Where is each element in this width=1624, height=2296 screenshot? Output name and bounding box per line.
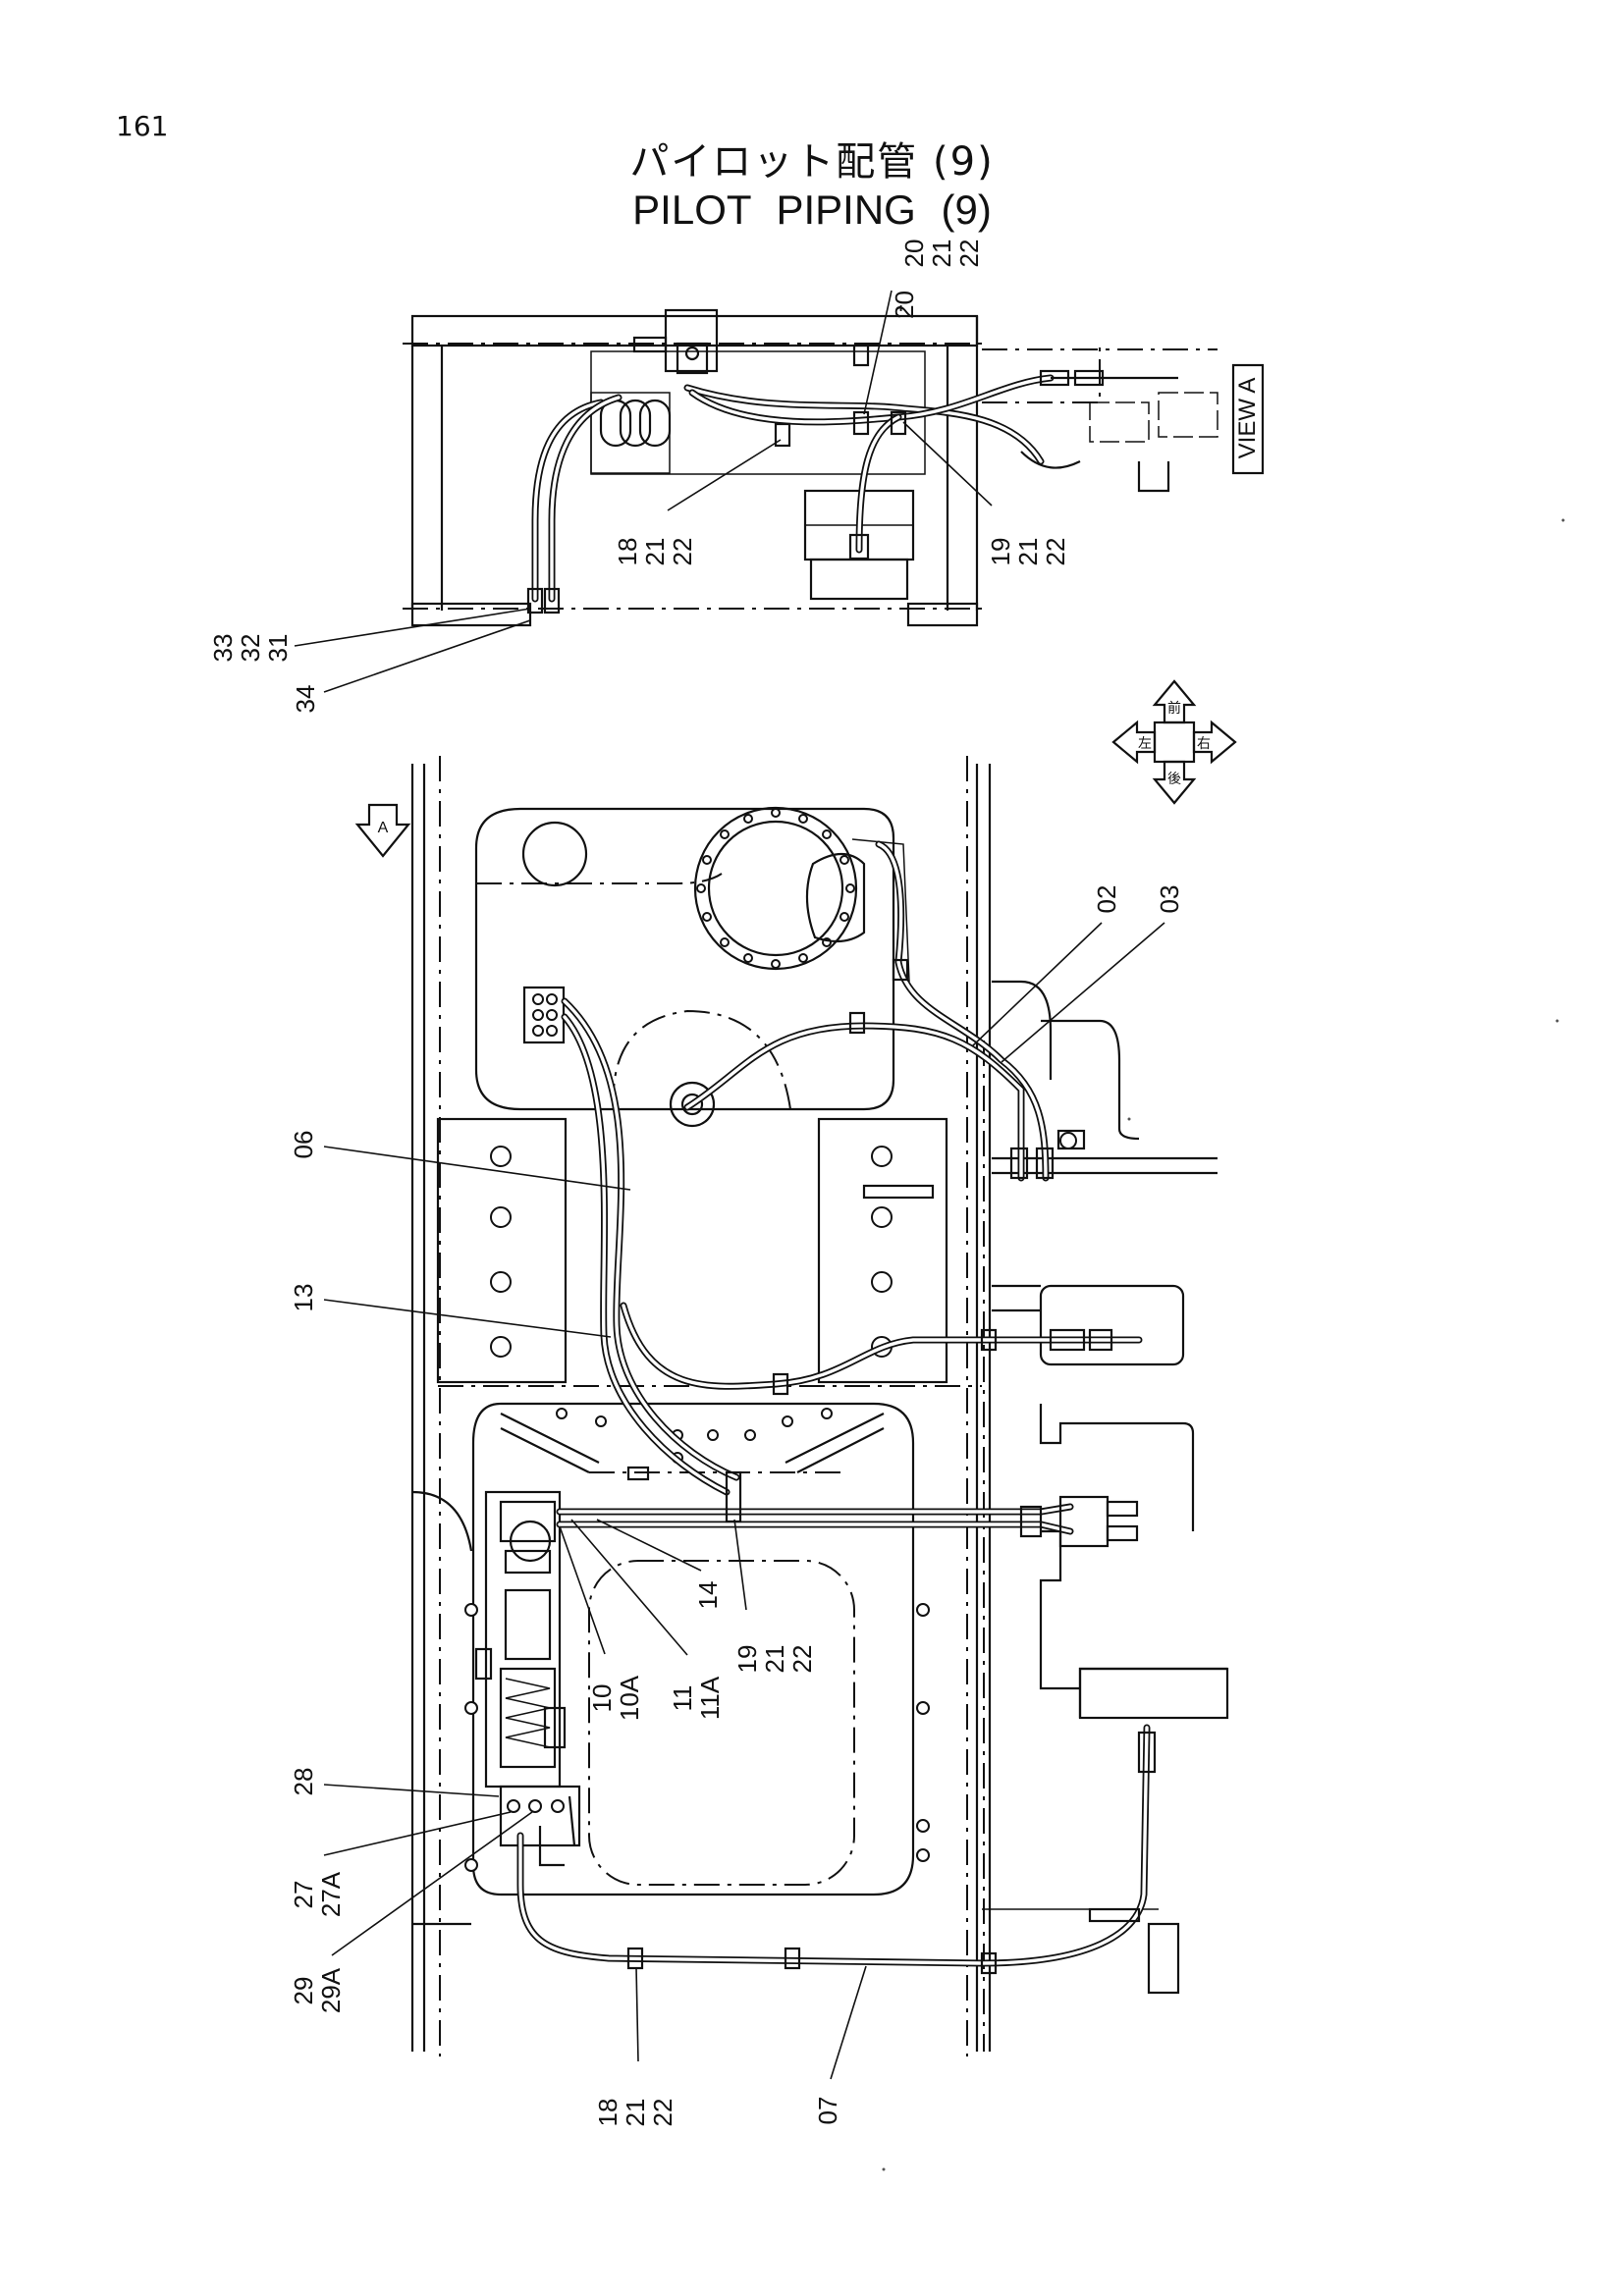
swing-bearing [693, 806, 910, 983]
manifold-block [522, 986, 566, 1044]
callout-text: 10 [587, 1684, 617, 1713]
compass-right: 右 [1197, 735, 1211, 751]
callout-text: 07 [813, 2097, 842, 2125]
hose-coil [599, 399, 672, 448]
callout-14: 14 [596, 1519, 723, 1610]
callout-text: 33 [208, 634, 238, 663]
callout-text: 21 [640, 538, 670, 566]
callout-text: 28 [289, 1768, 318, 1796]
compass-front: 前 [1167, 700, 1181, 716]
callout-text: 13 [289, 1284, 318, 1312]
compass-rear: 後 [1167, 771, 1181, 786]
callout-text: 02 [1092, 885, 1121, 914]
callout-text: 20 [890, 291, 919, 319]
title-english: PILOT PIPING (9) [632, 187, 992, 233]
callout-text: 18 [593, 2099, 623, 2127]
callout-text: 22 [954, 240, 984, 268]
callout-text: 31 [263, 634, 293, 663]
plan-view [410, 756, 1229, 2056]
callout-text: 19 [732, 1645, 762, 1674]
callout-03: 03 [1001, 885, 1184, 1063]
callout-18-21-22-bottom: 18 21 22 [593, 1966, 677, 2127]
direction-compass: 前 後 左 右 [1111, 679, 1237, 805]
callout-33-32-31: 33 32 31 [208, 608, 531, 663]
callout-13: 13 [289, 1284, 612, 1338]
view-a-text: VIEW A [1234, 378, 1261, 459]
callout-text: 06 [289, 1131, 318, 1159]
callout-27-27A: 27 27A [289, 1811, 512, 1917]
svg-text:‐: ‐ [887, 304, 913, 312]
callout-text: 34 [291, 685, 320, 714]
callout-text: 14 [693, 1581, 723, 1610]
callout-28: 28 [289, 1768, 500, 1797]
view-a-arrow: A [354, 803, 411, 858]
callout-text: 11A [695, 1676, 725, 1720]
callout-18-21-22-top: 18 21 22 [613, 439, 782, 566]
callout-19-21-22-bottom: 19 21 22 [732, 1519, 817, 1674]
callout-07: 07 [813, 1965, 867, 2125]
view-a-marker: A [378, 820, 389, 836]
compass-left: 左 [1138, 735, 1152, 751]
callout-text: 11 [668, 1685, 697, 1712]
callout-20-21-22: 20 ‐ 20 21 22 [863, 240, 984, 415]
callout-text: 29 [289, 1977, 318, 2005]
callout-text: 32 [236, 634, 265, 663]
callout-text: 03 [1155, 885, 1184, 914]
svg-text:20: 20 [890, 291, 919, 319]
view-a-label: VIEW A [1231, 363, 1265, 475]
callout-text: 18 [613, 538, 642, 566]
callout-text: 21 [927, 240, 956, 268]
callout-10-10A: 10 10A [559, 1525, 644, 1721]
title-japanese: パイロット配管 (9) [629, 139, 995, 185]
callout-text: 21 [621, 2099, 650, 2127]
scan-specks [882, 518, 1565, 2171]
callout-text: 22 [787, 1645, 817, 1674]
callout-19-21-22-top: 19 21 22 [902, 421, 1070, 566]
callout-text: 21 [760, 1645, 789, 1674]
callout-text: 22 [1041, 538, 1070, 566]
callout-text: 21 [1013, 538, 1043, 566]
callout-text: 29A [316, 1967, 346, 2013]
callout-text: 22 [668, 538, 697, 566]
callout-text: 20 [899, 240, 929, 268]
callout-text: 27 [289, 1881, 318, 1909]
callout-text: 19 [986, 538, 1015, 566]
callout-11-11A: 11 11A [570, 1519, 725, 1720]
callout-34: 34 [291, 619, 531, 714]
page-number: 161 [116, 110, 169, 142]
callout-text: 27A [316, 1871, 346, 1917]
callout-text: 10A [615, 1675, 644, 1721]
callout-02: 02 [971, 885, 1121, 1047]
callout-text: 22 [648, 2099, 677, 2127]
callout-29-29A: 29 29A [289, 1811, 533, 2013]
pilot-valve [474, 1490, 581, 1867]
view-a-assembly [403, 308, 1218, 627]
callout-06: 06 [289, 1131, 631, 1191]
